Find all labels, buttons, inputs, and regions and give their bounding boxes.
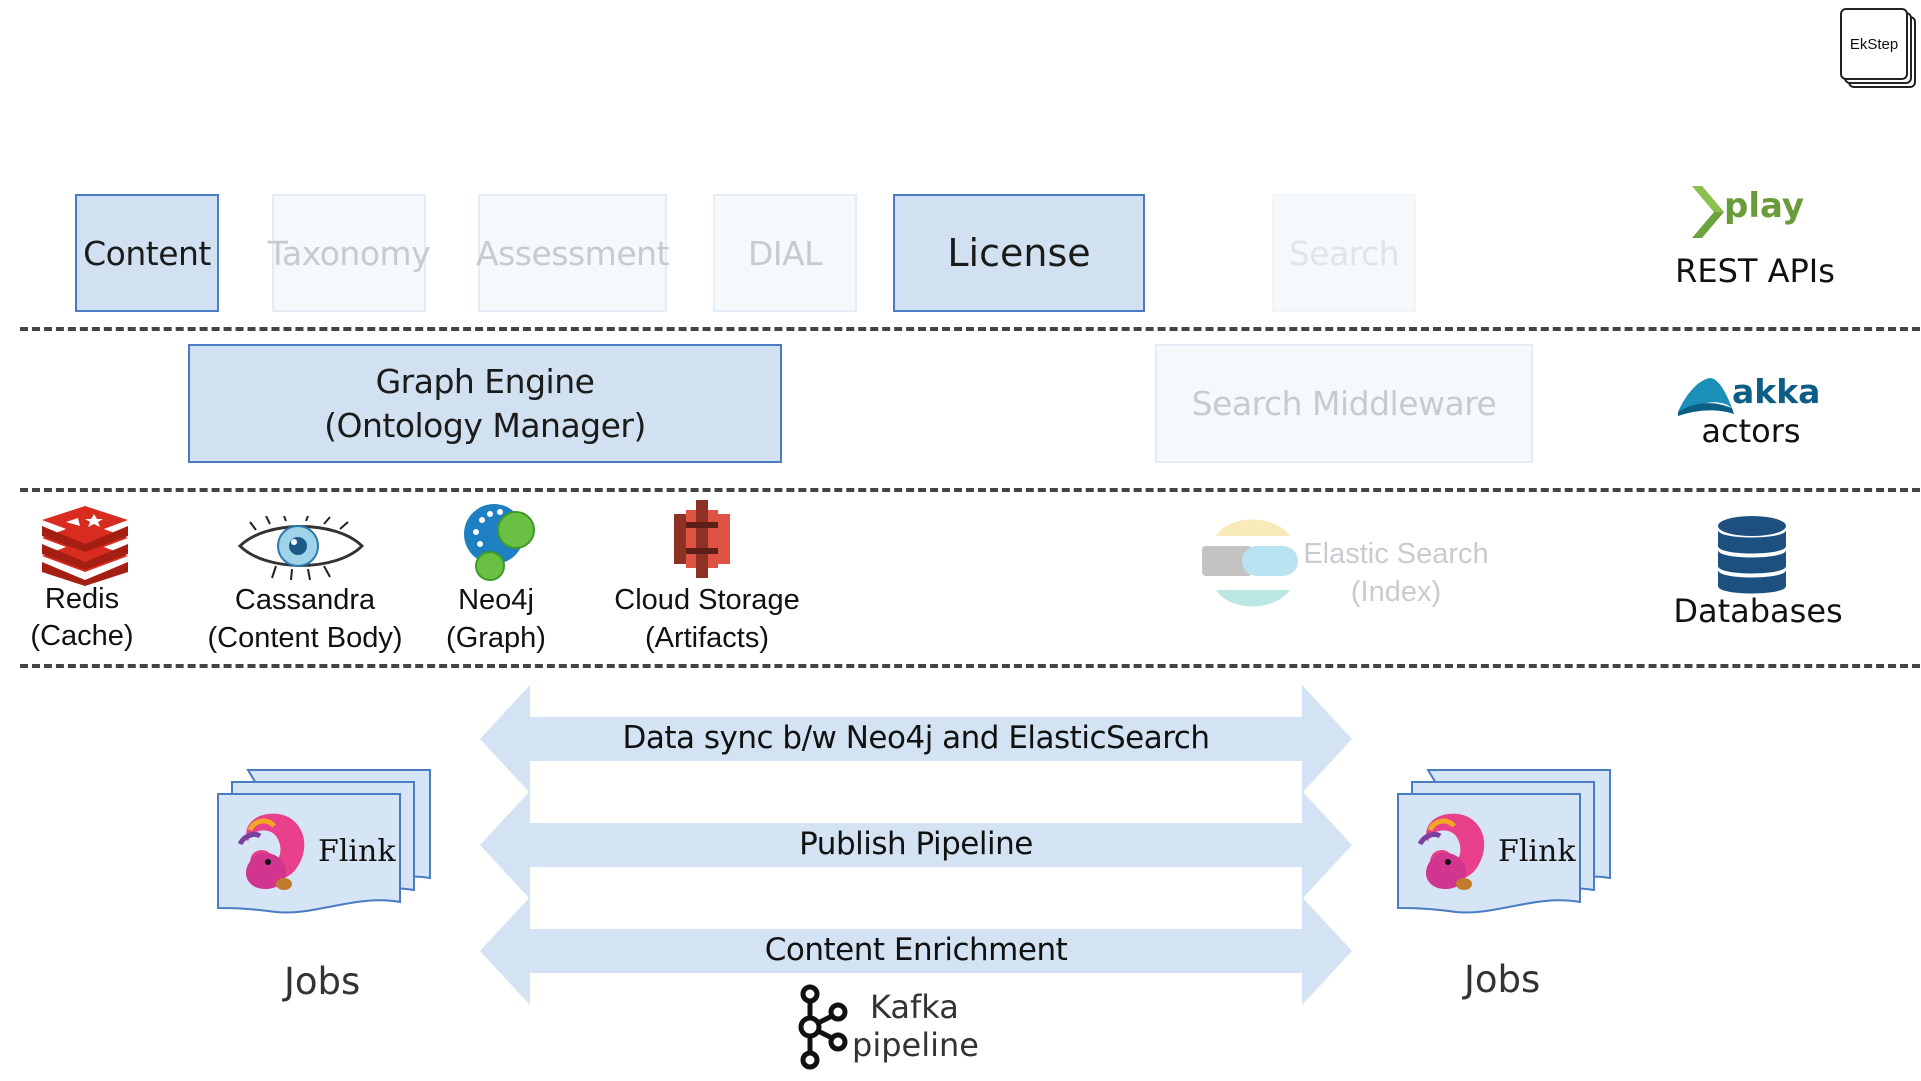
play-brand-text: play [1724,186,1805,226]
elasticsearch-detail: (Index) [1350,576,1442,608]
assessment-api-box: Assessment [476,194,669,312]
dial-api-box: DIAL [713,194,857,312]
redis-name: Redis [44,583,120,615]
search-api-box: Search [1272,194,1416,312]
publish-pipeline-arrow: Publish Pipeline [480,791,1352,899]
redis-icon [42,506,128,586]
graph-engine-subtitle: (Ontology Manager) [324,405,646,445]
cloud-storage-icon [674,500,730,578]
cloud-storage-caption: Cloud Storage (Artifacts) [598,581,816,657]
neo4j-name: Neo4j [458,584,534,616]
layer-separator-1 [20,327,1920,331]
content-api-box: Content [75,194,219,312]
jobs-caption-left: Jobs [284,960,361,1003]
publish-pipeline-arrow-shape [480,791,1352,899]
content-enrichment-arrow: Content Enrichment [480,897,1352,1005]
cloud-storage-name: Cloud Storage [614,584,800,616]
akka-icon [1678,378,1734,416]
play-framework-logo: play [1688,182,1808,242]
cassandra-detail: (Content Body) [207,622,403,654]
license-api-label: License [947,231,1091,275]
database-icon [1718,516,1786,594]
kafka-caption: Kafka pipeline [852,988,992,1064]
taxonomy-api-box: Taxonomy [268,194,431,312]
akka-brand-text: akka [1732,372,1821,411]
flink-squirrel-icon [237,813,305,890]
graph-engine-title: Graph Engine [375,361,595,401]
jobs-caption-right: Jobs [1464,958,1541,1001]
neo4j-detail: (Graph) [446,622,546,654]
ekstep-logo: EkStep [1840,6,1916,88]
cloud-storage-detail: (Artifacts) [644,622,770,654]
ekstep-logo-text: EkStep [1849,35,1899,53]
cassandra-name: Cassandra [234,584,376,616]
cassandra-icon [237,516,365,581]
kafka-line2: pipeline [852,1026,979,1064]
kafka-icon [798,984,848,1070]
layer-separator-3 [20,664,1920,668]
flink-label-right: Flink [1498,834,1576,869]
neo4j-caption: Neo4j (Graph) [430,581,562,657]
play-icon [1692,186,1724,238]
layer-separator-2 [20,488,1920,492]
search-middleware-box: Search Middleware [1155,344,1533,463]
search-api-label: Search [1288,233,1400,273]
content-api-label: Content [83,233,211,273]
neo4j-icon [464,504,535,581]
dial-api-label: DIAL [747,233,823,273]
cassandra-caption: Cassandra (Content Body) [190,581,420,657]
redis-caption: Redis (Cache) [0,581,164,655]
flink-label-left: Flink [318,834,396,869]
data-sync-arrow-shape [480,685,1352,793]
data-sync-arrow: Data sync b/w Neo4j and ElasticSearch [480,685,1352,793]
search-middleware-label: Search Middleware [1191,384,1497,423]
flink-jobs-left: Flink [216,768,432,924]
redis-detail: (Cache) [30,620,134,652]
assessment-api-label: Assessment [476,233,669,273]
flink-squirrel-icon [1417,813,1485,890]
actors-label: actors [1701,412,1801,450]
kafka-line1: Kafka [870,988,959,1026]
data-sync-arrow-label: Data sync b/w Neo4j and ElasticSearch [622,720,1211,756]
license-api-box: License [893,194,1145,312]
flink-jobs-right: Flink [1396,768,1612,924]
elasticsearch-caption: Elastic Search (Index) [1296,535,1496,611]
content-enrichment-arrow-shape [480,897,1352,1005]
content-enrichment-arrow-label: Content Enrichment [764,932,1068,968]
taxonomy-api-label: Taxonomy [267,233,431,273]
elasticsearch-name: Elastic Search [1303,538,1489,570]
rest-apis-label: REST APIs [1675,252,1835,290]
akka-logo: akka [1676,372,1820,418]
graph-engine-box: Graph Engine (Ontology Manager) [188,344,782,463]
publish-pipeline-arrow-label: Publish Pipeline [799,826,1033,862]
databases-label: Databases [1673,592,1843,630]
elasticsearch-icon [1202,519,1298,607]
